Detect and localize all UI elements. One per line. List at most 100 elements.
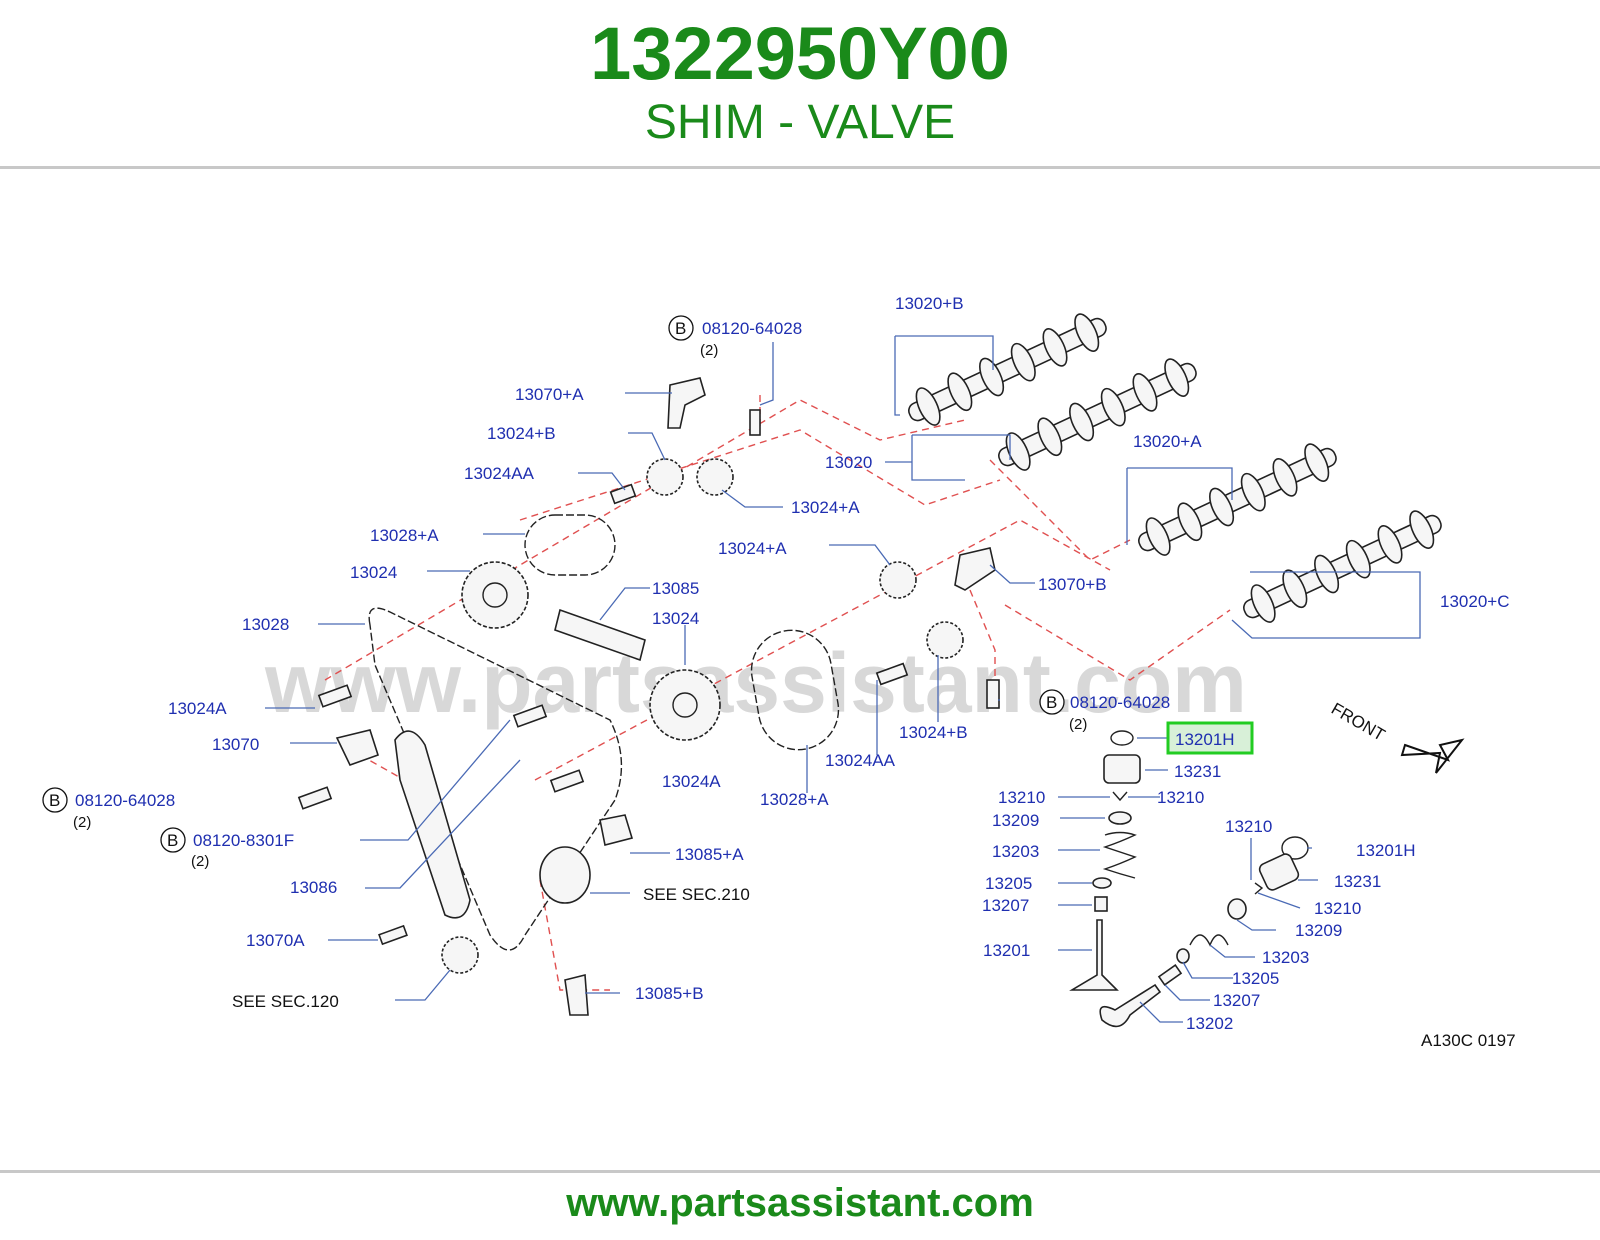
tensioner-13070b [954,547,996,591]
part-number-title: 1322950Y00 [590,12,1010,95]
part-label[interactable]: 13231 [1174,762,1221,781]
part-label[interactable]: 13024A [662,772,721,791]
front-arrow-icon [1400,738,1465,774]
chain-13028a-lower [750,629,840,751]
retainer-13209 [1108,811,1132,825]
part-label[interactable]: 13070+A [515,385,584,404]
bolt-13024a-lower [549,769,585,793]
spring-13203 [1102,831,1137,879]
marker-circle [160,827,186,853]
part-label[interactable]: 08120-64028 [702,319,802,338]
leader-lines [265,335,1421,1023]
see-section-note: SEE SEC.210 [643,885,750,904]
bolt-13024a-left [317,684,353,708]
front-label: FRONT [1328,699,1388,745]
seat-13205-right [1176,948,1190,964]
bolt-13070a [378,924,408,946]
watermark-text: www.partsassistant.com [264,636,1247,730]
header-divider [0,166,1600,169]
diagram-code: A130C 0197 [1421,1031,1516,1050]
marker-b: B [1046,693,1057,712]
valve-train [1069,730,1309,1028]
part-label[interactable]: 13024+B [487,424,556,443]
selected-part-highlight [1166,721,1254,755]
part-label[interactable]: 13024 [350,563,397,582]
part-label[interactable]: 13024AA [464,464,535,483]
part-label[interactable]: 13020+A [1133,432,1202,451]
part-label[interactable]: 13070+B [1038,575,1107,594]
part-label[interactable]: 13210 [1225,817,1272,836]
bolt-08120-upper [749,409,761,436]
marker-circle [42,787,68,813]
footer-divider [0,1170,1600,1173]
part-label[interactable]: 13070A [246,931,305,950]
part-label[interactable]: 13209 [992,811,1039,830]
sprocket-13024b-lower [926,621,964,659]
part-label[interactable]: 13203 [992,842,1039,861]
marker-b: B [675,319,686,338]
part-label[interactable]: 13024+A [718,539,787,558]
chain-group [368,514,840,951]
chain-13028 [368,607,623,951]
part-label[interactable]: 13024A [168,699,227,718]
part-label[interactable]: 13210 [1157,788,1204,807]
part-label[interactable]: 13085+B [635,984,704,1003]
part-label[interactable]: 13209 [1295,921,1342,940]
tensioner-13070a [667,377,706,429]
part-label[interactable]: 13028 [242,615,289,634]
dashed-line-upper [324,399,1131,681]
bolt-13024aa-upper [609,483,637,505]
front-arrow: FRONT [1328,699,1465,774]
chain-guide-13085b [564,973,589,1016]
oil-pump-sprocket [539,846,591,904]
part-label[interactable]: 13024 [652,609,699,628]
part-label[interactable]: 13070 [212,735,259,754]
valve-13201 [1069,919,1119,991]
part-label[interactable]: 13020+B [895,294,964,313]
part-label[interactable]: 13028+A [370,526,439,545]
part-label[interactable]: 08120-64028 [75,791,175,810]
sprocket-group [441,458,964,974]
part-label[interactable]: 08120-8301F [193,831,294,850]
marker-circle [668,315,694,341]
sprocket-13024-upper [461,561,529,629]
sprocket-13024b-upper [646,458,684,496]
part-label[interactable]: 13201H [1356,841,1416,860]
part-label[interactable]: 13207 [1213,991,1260,1010]
bolt-markers: B B B B [42,315,1065,853]
part-label[interactable]: 13085+A [675,845,744,864]
part-label[interactable]: 13231 [1334,872,1381,891]
part-label[interactable]: 13210 [1314,899,1361,918]
part-label[interactable]: 13205 [985,874,1032,893]
spring-13203-right [1189,934,1229,947]
marker-circle [1039,689,1065,715]
part-label[interactable]: 13020+C [1440,592,1509,611]
part-label[interactable]: 13201 [983,941,1030,960]
part-label[interactable]: 13024+A [791,498,860,517]
footer-website-link[interactable]: www.partsassistant.com [566,1181,1034,1225]
chain-guide-13085 [554,608,646,662]
see-section-note: SEE SEC.120 [232,992,339,1011]
part-label[interactable]: 13202 [1186,1014,1233,1033]
valve-13202 [1099,983,1162,1028]
part-label[interactable]: 08120-64028 [1070,693,1170,712]
part-label[interactable]: 13028+A [760,790,829,809]
part-label[interactable]: 13085 [652,579,699,598]
part-label[interactable]: 13207 [982,896,1029,915]
seal-13207-right [1157,964,1183,986]
quantity-note: (2) [700,342,718,359]
part-label[interactable]: 13203 [1262,948,1309,967]
part-label[interactable]: 13205 [1232,969,1279,988]
seat-13205 [1092,877,1112,889]
part-label[interactable]: 13086 [290,878,337,897]
camshaft-intake-right [1243,510,1442,623]
sprocket-13024a-lower [879,561,917,599]
part-label[interactable]: 13210 [998,788,1045,807]
part-label-selected[interactable]: 13201H [1175,730,1235,749]
part-label[interactable]: 13020 [825,453,872,472]
lifter-13231 [1103,754,1141,784]
part-label[interactable]: 13024+B [899,723,968,742]
part-label[interactable]: 13024AA [825,751,896,770]
chain-guide-13085a [599,814,634,846]
